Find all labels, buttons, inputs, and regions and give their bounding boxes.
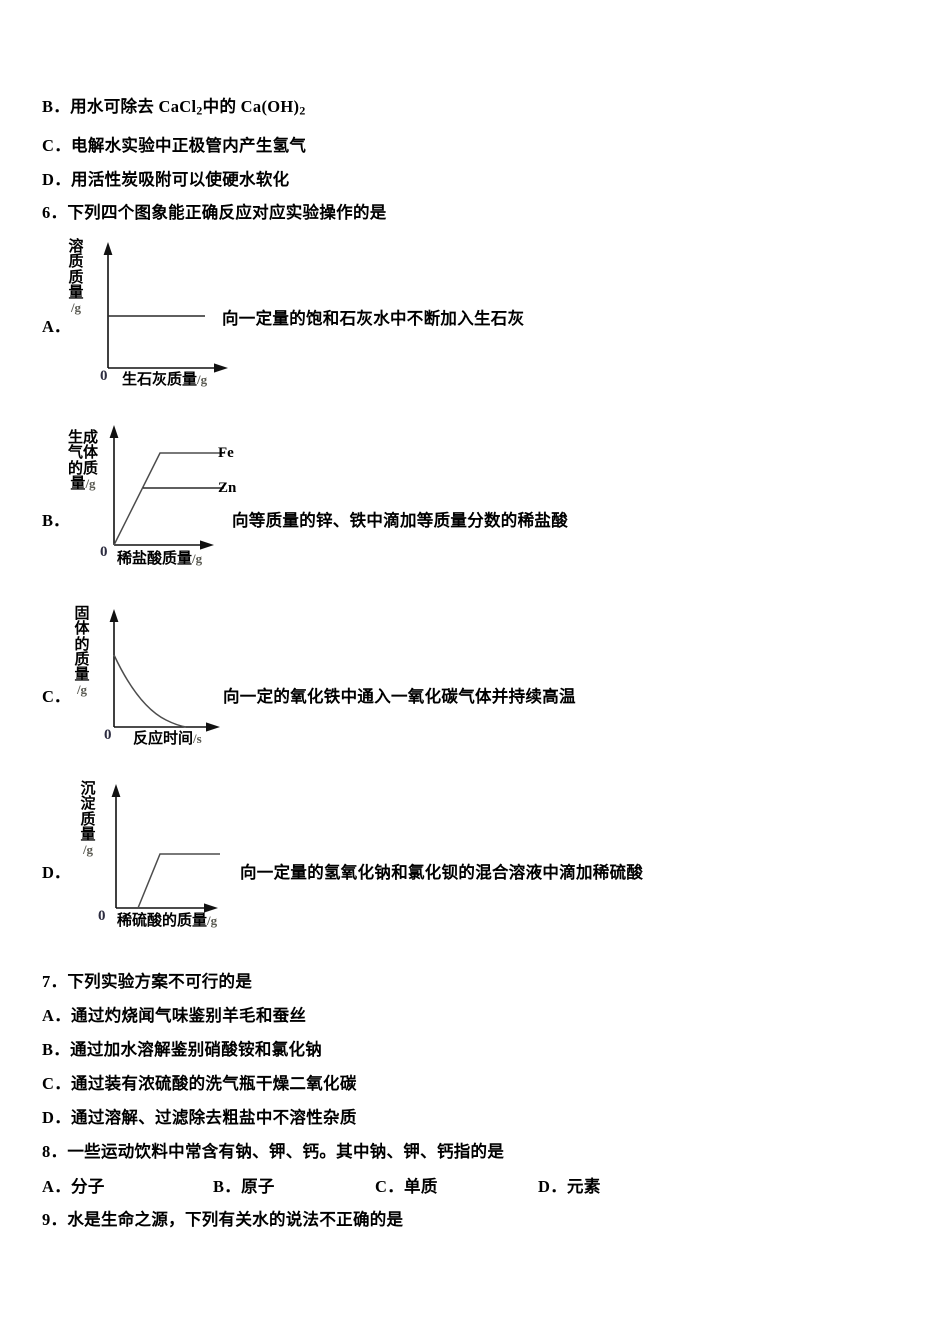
chart-d-plot (108, 782, 338, 932)
option-text: 通过灼烧闻气味鉴别羊毛和蚕丝 (71, 1006, 307, 1025)
question-6-option-d: D． 沉 淀 质 量 /g 0 稀硫酸的质量/g 向一定量的氢氧化钠和氯化钡的混… (0, 781, 950, 937)
question-stem-text: 下列四个图象能正确反应对应实验操作的是 (67, 203, 387, 222)
option-d-previous: D．用活性炭吸附可以使硬水软化 (42, 170, 290, 189)
chart-a-plot (100, 240, 330, 390)
option-letter: A． (42, 1006, 72, 1025)
subscript-2: 2 (299, 103, 306, 118)
question-8-option-b: B．原子 (213, 1177, 275, 1196)
option-text: 电解水实验中正极管内产生氢气 (71, 136, 307, 155)
option-letter: D． (42, 170, 72, 189)
chart-b-svg (109, 425, 224, 550)
option-text: 单质 (404, 1177, 438, 1196)
option-letter-d: D． (42, 863, 71, 882)
option-c-previous: C．电解水实验中正极管内产生氢气 (42, 136, 307, 155)
option-text: 用活性炭吸附可以使硬水软化 (71, 170, 290, 189)
chart-a-y-axis-label: 溶 质 质 量 /g (68, 239, 84, 316)
chart-d-svg (111, 784, 220, 913)
option-letter: C． (42, 136, 72, 155)
option-letter-a: A． (42, 317, 71, 336)
option-letter: D． (42, 1108, 72, 1127)
chart-b-y-arrow (109, 425, 119, 438)
option-text-part1: 用水可除去 CaCl (70, 97, 197, 116)
option-text: 原子 (241, 1177, 275, 1196)
question-number: 9． (42, 1210, 68, 1229)
chart-b-series-fe-line (113, 452, 224, 546)
chart-b-y-last-row: 量/g (70, 475, 96, 492)
subscript-1: 2 (196, 103, 203, 118)
chart-a-x-arrow (214, 363, 228, 373)
chart-d-y-axis-label: 沉 淀 质 量 /g (80, 781, 96, 858)
chart-b-series-label-fe: Fe (218, 445, 234, 461)
chart-b-series-label-zn: Zn (218, 480, 237, 496)
question-7-stem: 7．下列实验方案不可行的是 (42, 972, 253, 991)
chart-d-origin-label: 0 (98, 908, 106, 924)
question-7-option-c: C．通过装有浓硫酸的洗气瓶干燥二氧化碳 (42, 1074, 357, 1093)
chart-b-plot (106, 423, 336, 573)
question-number: 6． (42, 203, 68, 222)
option-letter-b: B． (42, 511, 70, 530)
chart-c-data-curve (113, 654, 187, 728)
option-letter-c: C． (42, 687, 71, 706)
question-8-option-c: C．单质 (375, 1177, 438, 1196)
question-7-option-a: A．通过灼烧闻气味鉴别羊毛和蚕丝 (42, 1006, 307, 1025)
chart-a-svg (103, 242, 228, 373)
chart-d-data-line (137, 853, 220, 909)
chart-a-description: 向一定量的饱和石灰水中不断加入生石灰 (222, 309, 525, 328)
question-8-option-a: A．分子 (42, 1177, 105, 1196)
chart-b-x-arrow (200, 540, 214, 550)
option-text: 通过加水溶解鉴别硝酸铵和氯化钠 (70, 1040, 323, 1059)
question-7-option-b: B．通过加水溶解鉴别硝酸铵和氯化钠 (42, 1040, 323, 1059)
option-letter: A． (42, 1177, 72, 1196)
chart-a-origin-label: 0 (100, 368, 108, 384)
chart-c-plot (104, 607, 334, 757)
chart-c-y-axis-label: 固 体 的 质 量 /g (74, 606, 90, 698)
chart-d-y-arrow (111, 784, 121, 797)
chart-c-x-arrow (206, 722, 220, 732)
option-text: 通过装有浓硫酸的洗气瓶干燥二氧化碳 (71, 1074, 357, 1093)
option-letter: B． (42, 1040, 71, 1059)
option-letter: B． (42, 97, 71, 116)
question-8-option-d: D．元素 (538, 1177, 601, 1196)
question-9-stem: 9．水是生命之源，下列有关水的说法不正确的是 (42, 1210, 404, 1229)
option-letter: C． (375, 1177, 405, 1196)
question-7-option-d: D．通过溶解、过滤除去粗盐中不溶性杂质 (42, 1108, 357, 1127)
question-number: 7． (42, 972, 68, 991)
question-8-stem: 8．一些运动饮料中常含有钠、钾、钙。其中钠、钾、钙指的是 (42, 1142, 505, 1161)
chart-b-x-axis-label: 稀盐酸质量/g (117, 551, 203, 567)
chart-a-x-axis-label: 生石灰质量/g (122, 372, 208, 388)
option-b-previous: B．用水可除去 CaCl2中的 Ca(OH)2 (42, 97, 306, 118)
chart-b-origin-label: 0 (100, 544, 108, 560)
option-letter: C． (42, 1074, 72, 1093)
option-text: 通过溶解、过滤除去粗盐中不溶性杂质 (71, 1108, 357, 1127)
option-text: 分子 (71, 1177, 105, 1196)
question-6-option-c: C． 固 体 的 质 量 /g 0 反应时间/s 向一定的氧化铁中通入一氧化碳气… (0, 606, 950, 762)
question-6-option-b: B． 生成 气体 的质 量/g Fe Zn 0 稀盐酸质量/g (0, 423, 950, 578)
chart-c-svg (109, 609, 220, 732)
chart-c-origin-label: 0 (104, 727, 112, 743)
question-6-stem: 6．下列四个图象能正确反应对应实验操作的是 (42, 203, 387, 222)
chart-d-x-axis-label: 稀硫酸的质量/g (117, 913, 218, 929)
question-stem-text: 一些运动饮料中常含有钠、钾、钙。其中钠、钾、钙指的是 (67, 1142, 505, 1161)
question-number: 8． (42, 1142, 68, 1161)
option-text-part2: 中的 Ca(OH) (202, 97, 300, 116)
chart-d-x-arrow (204, 903, 218, 913)
chart-b-y-axis-label: 生成 气体 的质 量/g (62, 430, 104, 492)
question-6-option-a: A． 溶 质 质 量 /g 0 生石灰质量/g 向一定量的饱和石灰水中 (0, 239, 950, 390)
option-text: 元素 (567, 1177, 601, 1196)
chart-c-description: 向一定的氧化铁中通入一氧化碳气体并持续高温 (223, 687, 576, 706)
question-stem-text: 下列实验方案不可行的是 (67, 972, 253, 991)
option-letter: D． (538, 1177, 568, 1196)
chart-a-y-arrow (103, 242, 113, 255)
chart-c-y-arrow (109, 609, 119, 622)
chart-d-description: 向一定量的氢氧化钠和氯化钡的混合溶液中滴加稀硫酸 (240, 863, 644, 882)
question-stem-text: 水是生命之源，下列有关水的说法不正确的是 (67, 1210, 404, 1229)
chart-c-x-axis-label: 反应时间/s (133, 731, 202, 747)
option-letter: B． (213, 1177, 242, 1196)
chart-b-description: 向等质量的锌、铁中滴加等质量分数的稀盐酸 (232, 511, 568, 530)
